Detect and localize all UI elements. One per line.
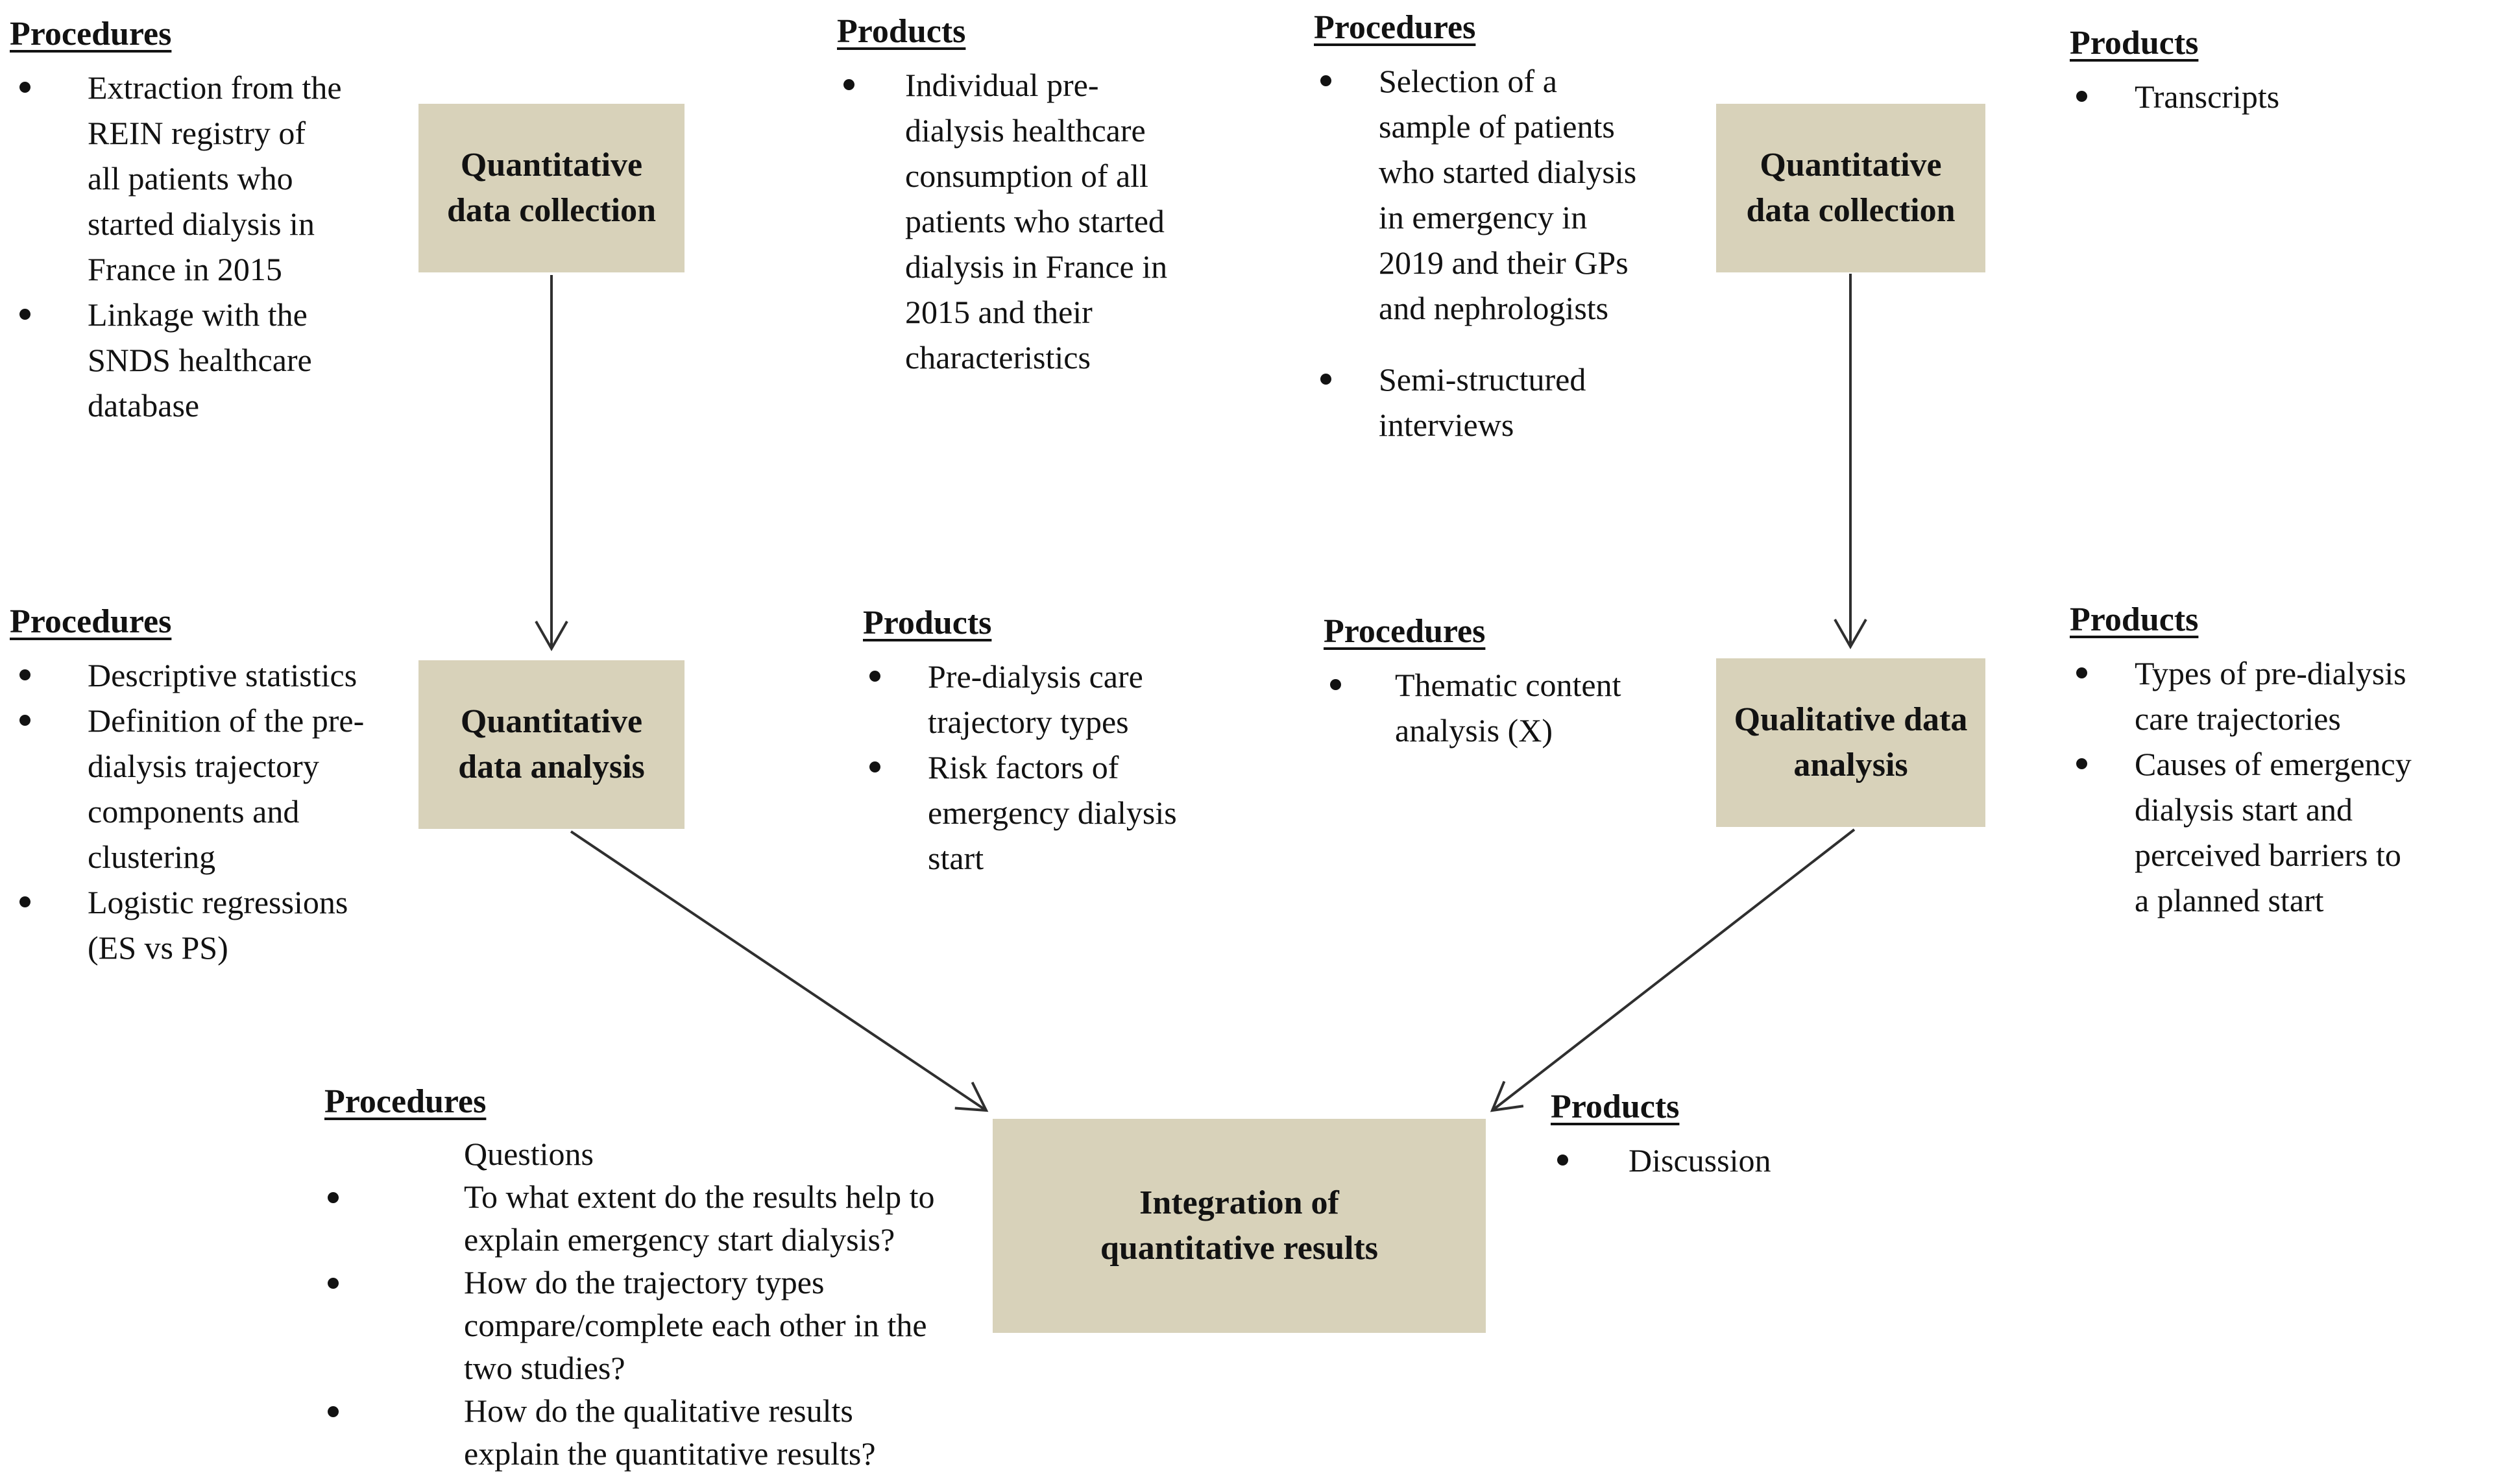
bullet-icon [869, 671, 880, 682]
list-item-text: Logistic regressions (ES vs PS) [88, 884, 348, 966]
list-item-text: Descriptive statistics [88, 657, 357, 693]
bullet-icon [328, 1406, 339, 1417]
arrow-qual-analysis-to-integration [1490, 828, 1856, 1112]
list-item: Individual pre- dialysis healthcare cons… [837, 62, 1233, 380]
bullet-icon [2076, 91, 2087, 102]
procedures-heading: Procedures [324, 1083, 487, 1120]
box-label: Integration of quantitative results [1100, 1184, 1379, 1267]
products-integration-list: Products Discussion [1551, 1087, 1914, 1183]
qualitative-data-analysis-box: Qualitative data analysis [1716, 658, 1985, 827]
bullet-icon [328, 1278, 339, 1289]
box-label: Quantitative data collection [1746, 147, 1956, 229]
bullet-icon [1557, 1155, 1568, 1166]
list-item: Semi-structured interviews [1314, 357, 1716, 448]
products-heading: Products [863, 604, 992, 641]
list-item-text: How do the qualitative results explain t… [464, 1393, 876, 1472]
bullet-icon [2076, 758, 2087, 769]
list-item: Transcripts [2070, 74, 2498, 119]
list-item: How do the trajectory types compare/comp… [324, 1261, 993, 1389]
products-items: Individual pre- dialysis healthcare cons… [837, 62, 1233, 380]
list-item-text: Types of pre-dialysis care trajectories [2135, 655, 2406, 737]
list-item-text: To what extent do the results help to ex… [464, 1179, 935, 1258]
procedures-qual-analysis-list: Procedures Thematic content analysis (X) [1324, 612, 1700, 753]
list-item-text: Extraction from the REIN registry of all… [88, 69, 342, 287]
list-item-text: Questions [464, 1136, 594, 1172]
list-item: Definition of the pre- dialysis trajecto… [10, 698, 418, 880]
list-item: Causes of emergency dialysis start and p… [2070, 741, 2517, 923]
bullet-icon [19, 896, 30, 907]
procedures-items: Extraction from the REIN registry of all… [10, 65, 412, 428]
bullet-icon [19, 309, 30, 320]
procedures-integration-list: Procedures Questions To what extent do th… [324, 1082, 993, 1475]
procedures-items: Selection of a sample of patients who st… [1314, 58, 1716, 448]
products-qual-collection-list: Products Transcripts [2070, 23, 2498, 119]
products-heading: Products [2070, 25, 2199, 62]
bullet-icon [19, 82, 30, 93]
list-item: Descriptive statistics [10, 652, 418, 698]
products-quant-collection-list: Products Individual pre- dialysis health… [837, 12, 1233, 380]
products-heading: Products [2070, 601, 2199, 638]
procedures-heading: Procedures [10, 603, 172, 640]
bullet-icon [1320, 75, 1331, 86]
products-heading: Products [837, 13, 966, 50]
list-item: Questions [324, 1132, 993, 1175]
list-item: Discussion [1551, 1138, 1914, 1183]
bullet-icon [1320, 374, 1331, 385]
list-item-text: Pre-dialysis care trajectory types [928, 658, 1143, 740]
list-item-text: Risk factors of emergency dialysis start [928, 749, 1177, 876]
bullet-icon [328, 1192, 339, 1203]
list-item: Thematic content analysis (X) [1324, 662, 1700, 753]
products-items: Transcripts [2070, 74, 2498, 119]
quantitative-data-collection-box-left: Quantitative data collection [418, 104, 685, 272]
list-item-text: How do the trajectory types compare/comp… [464, 1264, 927, 1386]
products-items: Discussion [1551, 1138, 1914, 1183]
procedures-quant-collection-list: Procedures Extraction from the REIN regi… [10, 14, 412, 428]
list-item-text: Definition of the pre- dialysis trajecto… [88, 702, 365, 875]
list-item-text: Semi-structured interviews [1379, 361, 1586, 443]
list-item: How do the qualitative results explain t… [324, 1389, 993, 1475]
procedures-items: Questions To what extent do the results h… [324, 1132, 993, 1475]
list-item: Pre-dialysis care trajectory types [863, 654, 1239, 745]
arrow-quant-analysis-to-integration [570, 830, 989, 1112]
list-item: To what extent do the results help to ex… [324, 1175, 993, 1261]
box-label: Quantitative data analysis [458, 703, 645, 785]
procedures-heading: Procedures [1314, 9, 1476, 46]
bullet-icon [19, 669, 30, 680]
procedures-heading: Procedures [1324, 613, 1486, 650]
quantitative-data-analysis-box: Quantitative data analysis [418, 660, 685, 829]
list-item-text: Discussion [1629, 1142, 1771, 1179]
list-item: Linkage with the SNDS healthcare databas… [10, 292, 412, 428]
box-label: Qualitative data analysis [1734, 701, 1968, 784]
products-qual-analysis-list: Products Types of pre-dialysis care traj… [2070, 600, 2517, 923]
procedures-items: Thematic content analysis (X) [1324, 662, 1700, 753]
list-item: Extraction from the REIN registry of all… [10, 65, 412, 292]
box-label: Quantitative data collection [446, 147, 657, 229]
products-quant-analysis-list: Products Pre-dialysis care trajectory ty… [863, 603, 1239, 881]
bullet-icon [2076, 667, 2087, 678]
list-item-text: Individual pre- dialysis healthcare cons… [905, 67, 1168, 376]
list-item: Risk factors of emergency dialysis start [863, 745, 1239, 881]
list-item-text: Linkage with the SNDS healthcare databas… [88, 296, 312, 424]
bullet-icon [1330, 679, 1341, 690]
procedures-heading: Procedures [10, 16, 172, 53]
list-item-text: Selection of a sample of patients who st… [1379, 63, 1637, 326]
bullet-icon [843, 79, 854, 90]
list-item-text: Causes of emergency dialysis start and p… [2135, 746, 2412, 918]
quantitative-data-collection-box-right: Quantitative data collection [1716, 104, 1985, 272]
list-item-text: Thematic content analysis (X) [1395, 667, 1621, 748]
bullet-icon [869, 761, 880, 772]
list-item-text: Transcripts [2135, 78, 2280, 115]
integration-box: Integration of quantitative results [993, 1119, 1486, 1333]
list-item: Selection of a sample of patients who st… [1314, 58, 1716, 331]
products-heading: Products [1551, 1088, 1680, 1125]
list-item: Types of pre-dialysis care trajectories [2070, 651, 2517, 741]
procedures-qual-collection-list: Procedures Selection of a sample of pati… [1314, 8, 1716, 448]
list-item: Logistic regressions (ES vs PS) [10, 880, 418, 970]
bullet-icon [19, 715, 30, 726]
